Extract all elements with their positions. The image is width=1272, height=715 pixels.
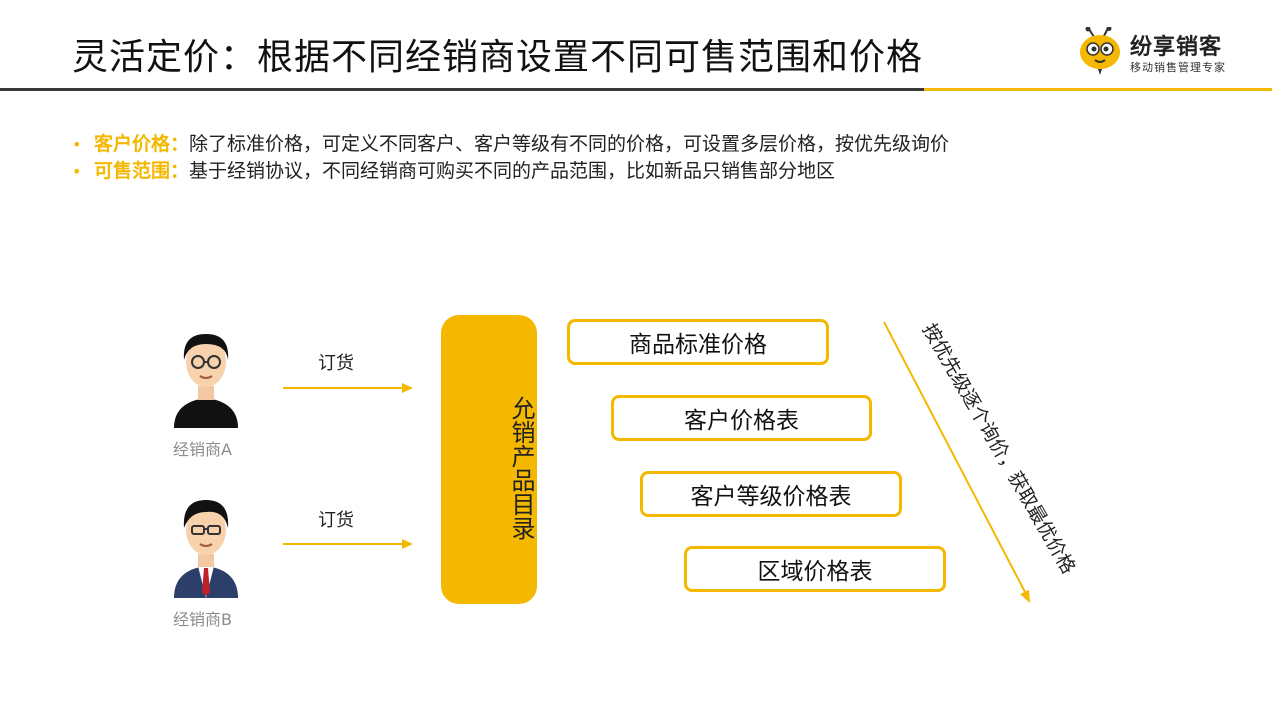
order-arrow-b bbox=[283, 539, 413, 549]
title-divider-accent bbox=[924, 88, 1272, 91]
bullet-key: 可售范围： bbox=[94, 160, 190, 182]
order-label-a: 订货 bbox=[318, 353, 354, 374]
brand-name: 纷享销客 bbox=[1130, 35, 1223, 60]
priority-arrow bbox=[883, 321, 1030, 603]
bullet-dot-icon: • bbox=[72, 162, 82, 181]
bullet-text: 除了标准价格，可定义不同客户、客户等级有不同的价格，可设置多层价格，按优先级询价 bbox=[189, 133, 950, 155]
bullet-item: • 客户价格：除了标准价格，可定义不同客户、客户等级有不同的价格，可设置多层价格，… bbox=[72, 131, 949, 158]
dealer-b-label: 经销商B bbox=[173, 610, 232, 629]
page-title: 灵活定价：根据不同经销商设置不同可售范围和价格 bbox=[72, 37, 924, 78]
order-label-b: 订货 bbox=[318, 510, 354, 531]
price-box-standard: 商品标准价格 bbox=[567, 319, 829, 365]
person-glasses-icon bbox=[174, 334, 238, 428]
catalog-label: 允销产品目录 bbox=[507, 396, 535, 540]
dealer-a-label: 经销商A bbox=[173, 440, 232, 459]
bullet-text: 基于经销协议，不同经销商可购买不同的产品范围，比如新品只销售部分地区 bbox=[189, 160, 836, 182]
bullet-list: • 客户价格：除了标准价格，可定义不同客户、客户等级有不同的价格，可设置多层价格，… bbox=[72, 131, 949, 185]
brand-slogan: 移动销售管理专家 bbox=[1130, 61, 1226, 74]
brand-logo: 纷享销客 移动销售管理专家 bbox=[1078, 27, 1253, 77]
title-divider bbox=[0, 88, 924, 91]
bullet-item: • 可售范围：基于经销协议，不同经销商可购买不同的产品范围，比如新品只销售部分地区 bbox=[72, 158, 949, 185]
dealer-b-avatar bbox=[170, 496, 242, 604]
bullet-key: 客户价格： bbox=[94, 133, 190, 155]
person-suit-icon bbox=[174, 500, 238, 598]
bullet-dot-icon: • bbox=[72, 135, 82, 154]
price-box-customer: 客户价格表 bbox=[611, 395, 872, 441]
price-box-customer-level: 客户等级价格表 bbox=[640, 471, 902, 517]
allowed-catalog-block: 允销产品目录 bbox=[441, 315, 537, 604]
price-box-region: 区域价格表 bbox=[684, 546, 946, 592]
dealer-a-avatar bbox=[170, 330, 242, 434]
order-arrow-a bbox=[283, 383, 413, 393]
bee-mascot-icon bbox=[1080, 27, 1120, 75]
